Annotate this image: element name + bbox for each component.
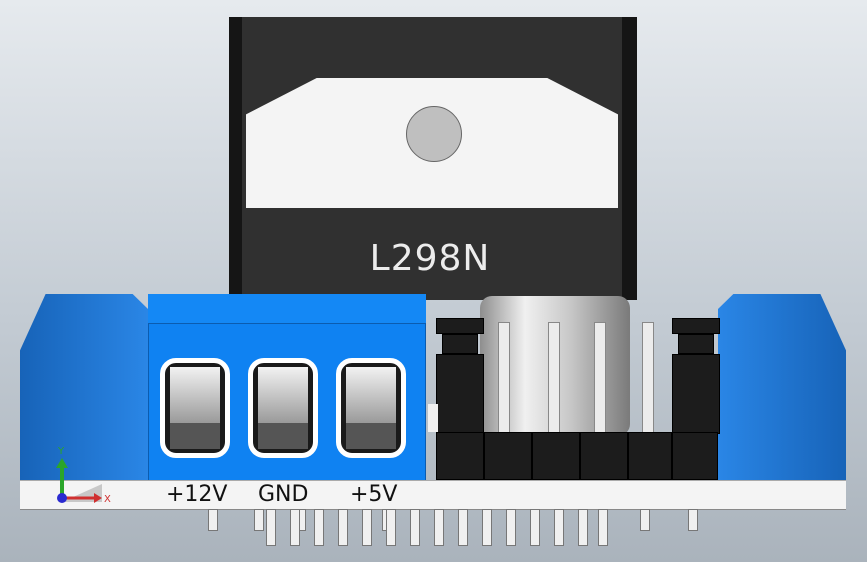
screw-terminal-2[interactable]: [248, 358, 318, 458]
chip-lead: [434, 509, 444, 546]
x-axis-arrow-icon: [94, 493, 102, 503]
chip-lead: [314, 509, 324, 546]
x-axis-label: X: [104, 494, 111, 505]
header-post: [672, 354, 720, 434]
terminal-lead: [208, 509, 218, 531]
chip-lead: [530, 509, 540, 546]
terminal-top: [148, 294, 426, 324]
capacitor-lead: [548, 322, 560, 442]
label-12v: +12V: [166, 482, 228, 507]
header-post: [436, 354, 484, 434]
y-axis-label: Y: [57, 446, 65, 457]
mounting-hole: [406, 106, 462, 162]
chip-lead: [362, 509, 372, 546]
left-mount-block: [20, 294, 148, 482]
chip-lead: [410, 509, 420, 546]
pin-stub: [428, 404, 438, 432]
header-cap: [436, 318, 484, 334]
capacitor-lead: [594, 322, 606, 442]
header-pin-block: [532, 432, 580, 480]
header-cap: [672, 318, 720, 334]
chip-label: L298N: [369, 238, 491, 279]
chip-lead: [254, 509, 264, 531]
chip-lead: [578, 509, 588, 546]
label-5v: +5V: [350, 482, 398, 507]
origin-icon: [57, 493, 67, 503]
chip-lead: [290, 509, 300, 546]
header-pin-block: [484, 432, 532, 480]
header-lead: [688, 509, 698, 531]
axis-triad: Y X: [56, 446, 111, 505]
screw-terminal-3[interactable]: [336, 358, 406, 458]
chip-lead: [554, 509, 564, 546]
header-pin-block: [580, 432, 628, 480]
chip-lead: [266, 509, 276, 546]
capacitor-lead: [498, 322, 510, 442]
chip-lead: [482, 509, 492, 546]
y-axis-arrow-icon: [56, 458, 68, 468]
screw-terminal-1[interactable]: [160, 358, 230, 458]
chip-lead: [338, 509, 348, 546]
header-pin-block: [672, 432, 718, 480]
header-neck: [678, 334, 714, 354]
chip-lead: [458, 509, 468, 546]
label-gnd: GND: [258, 482, 309, 507]
header-neck: [442, 334, 478, 354]
header-pin-block: [436, 432, 484, 480]
chip-lead: [598, 509, 608, 546]
right-mount-block: [718, 294, 846, 482]
chip-lead: [386, 509, 396, 546]
header-pin-block: [628, 432, 672, 480]
header-lead: [640, 509, 650, 531]
pcb-edge: [20, 480, 846, 510]
chip-lead: [506, 509, 516, 546]
